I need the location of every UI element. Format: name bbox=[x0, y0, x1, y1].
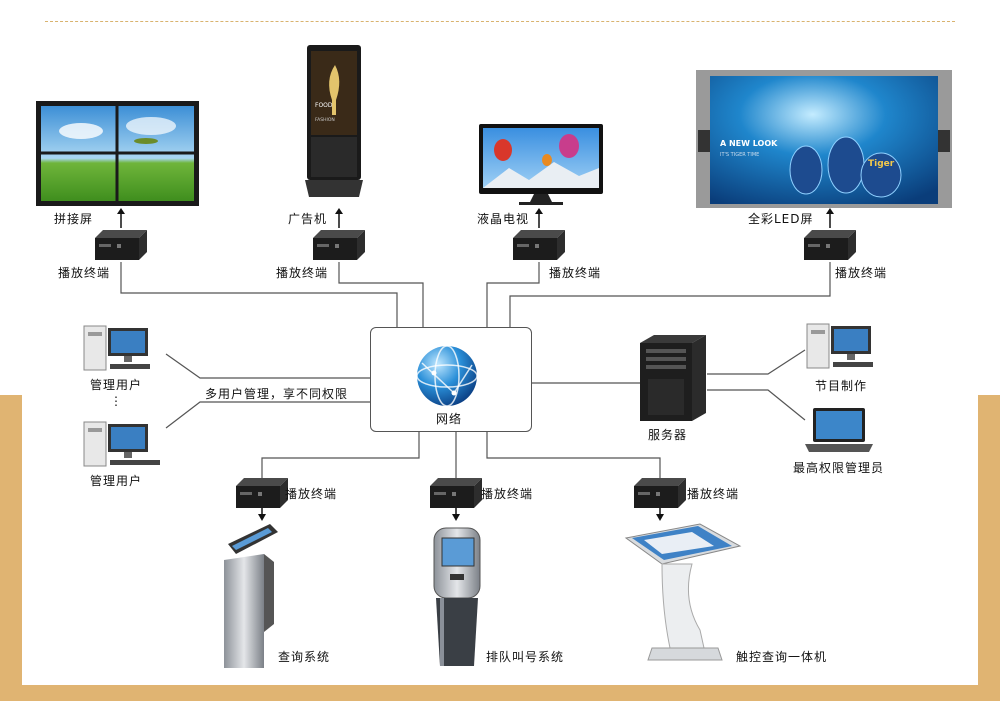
led-screen-label: 全彩LED屏 bbox=[748, 212, 814, 226]
ad-machine-icon: FOOD FASHION bbox=[305, 45, 363, 197]
bottom-frame bbox=[978, 395, 1000, 701]
svg-text:FASHION: FASHION bbox=[315, 117, 335, 123]
svg-text:FOOD: FOOD bbox=[315, 102, 333, 109]
server-icon bbox=[640, 335, 706, 421]
svg-text:Tiger: Tiger bbox=[868, 159, 895, 169]
admin-user-label: 管理用户 bbox=[90, 474, 143, 488]
queue-kiosk-icon bbox=[433, 527, 481, 666]
desktop-computer-icon bbox=[806, 323, 873, 369]
globe-icon bbox=[416, 345, 478, 407]
led-screen-icon: A NEW LOOK IT'S TIGER TIME Tiger bbox=[696, 70, 952, 208]
admin-user-label: 管理用户 bbox=[90, 378, 143, 392]
lcd-tv-label: 液晶电视 bbox=[477, 212, 530, 226]
player-box-icon bbox=[804, 230, 856, 260]
player-box-icon bbox=[430, 478, 482, 508]
player-label: 播放终端 bbox=[687, 487, 740, 501]
program-making-label: 节目制作 bbox=[815, 379, 868, 393]
player-box-icon bbox=[95, 230, 147, 260]
splice-screen-label: 拼接屏 bbox=[54, 212, 94, 226]
player-label: 播放终端 bbox=[835, 266, 888, 280]
touch-kiosk-icon bbox=[624, 523, 742, 661]
ellipsis: ⋮ bbox=[110, 394, 123, 408]
player-label: 播放终端 bbox=[549, 266, 602, 280]
desktop-computer-icon bbox=[83, 421, 160, 467]
player-box-icon bbox=[313, 230, 365, 260]
svg-text:IT'S TIGER TIME: IT'S TIGER TIME bbox=[720, 152, 759, 158]
multi-user-label: 多用户管理，享不同权限 bbox=[205, 387, 349, 401]
splice-screen-icon bbox=[36, 101, 199, 206]
player-label: 播放终端 bbox=[58, 266, 111, 280]
touch-kiosk-label: 触控查询一体机 bbox=[736, 650, 828, 664]
player-label: 播放终端 bbox=[276, 266, 329, 280]
bottom-frame bbox=[0, 685, 1000, 701]
desktop-computer-icon bbox=[83, 325, 150, 371]
super-admin-label: 最高权限管理员 bbox=[793, 461, 885, 475]
player-box-icon bbox=[513, 230, 565, 260]
top-divider bbox=[45, 21, 955, 22]
player-box-icon bbox=[634, 478, 686, 508]
ad-machine-label: 广告机 bbox=[288, 212, 328, 226]
server-label: 服务器 bbox=[648, 428, 688, 442]
bottom-frame bbox=[0, 395, 22, 701]
network-label: 网络 bbox=[436, 412, 463, 426]
queue-system-label: 排队叫号系统 bbox=[486, 650, 565, 664]
player-label: 播放终端 bbox=[481, 487, 534, 501]
lcd-tv-icon bbox=[479, 124, 603, 205]
laptop-icon bbox=[805, 408, 873, 452]
svg-text:A NEW LOOK: A NEW LOOK bbox=[720, 139, 778, 148]
player-box-icon bbox=[236, 478, 288, 508]
query-kiosk-icon bbox=[224, 524, 278, 668]
player-label: 播放终端 bbox=[285, 487, 338, 501]
query-system-label: 查询系统 bbox=[278, 650, 331, 664]
